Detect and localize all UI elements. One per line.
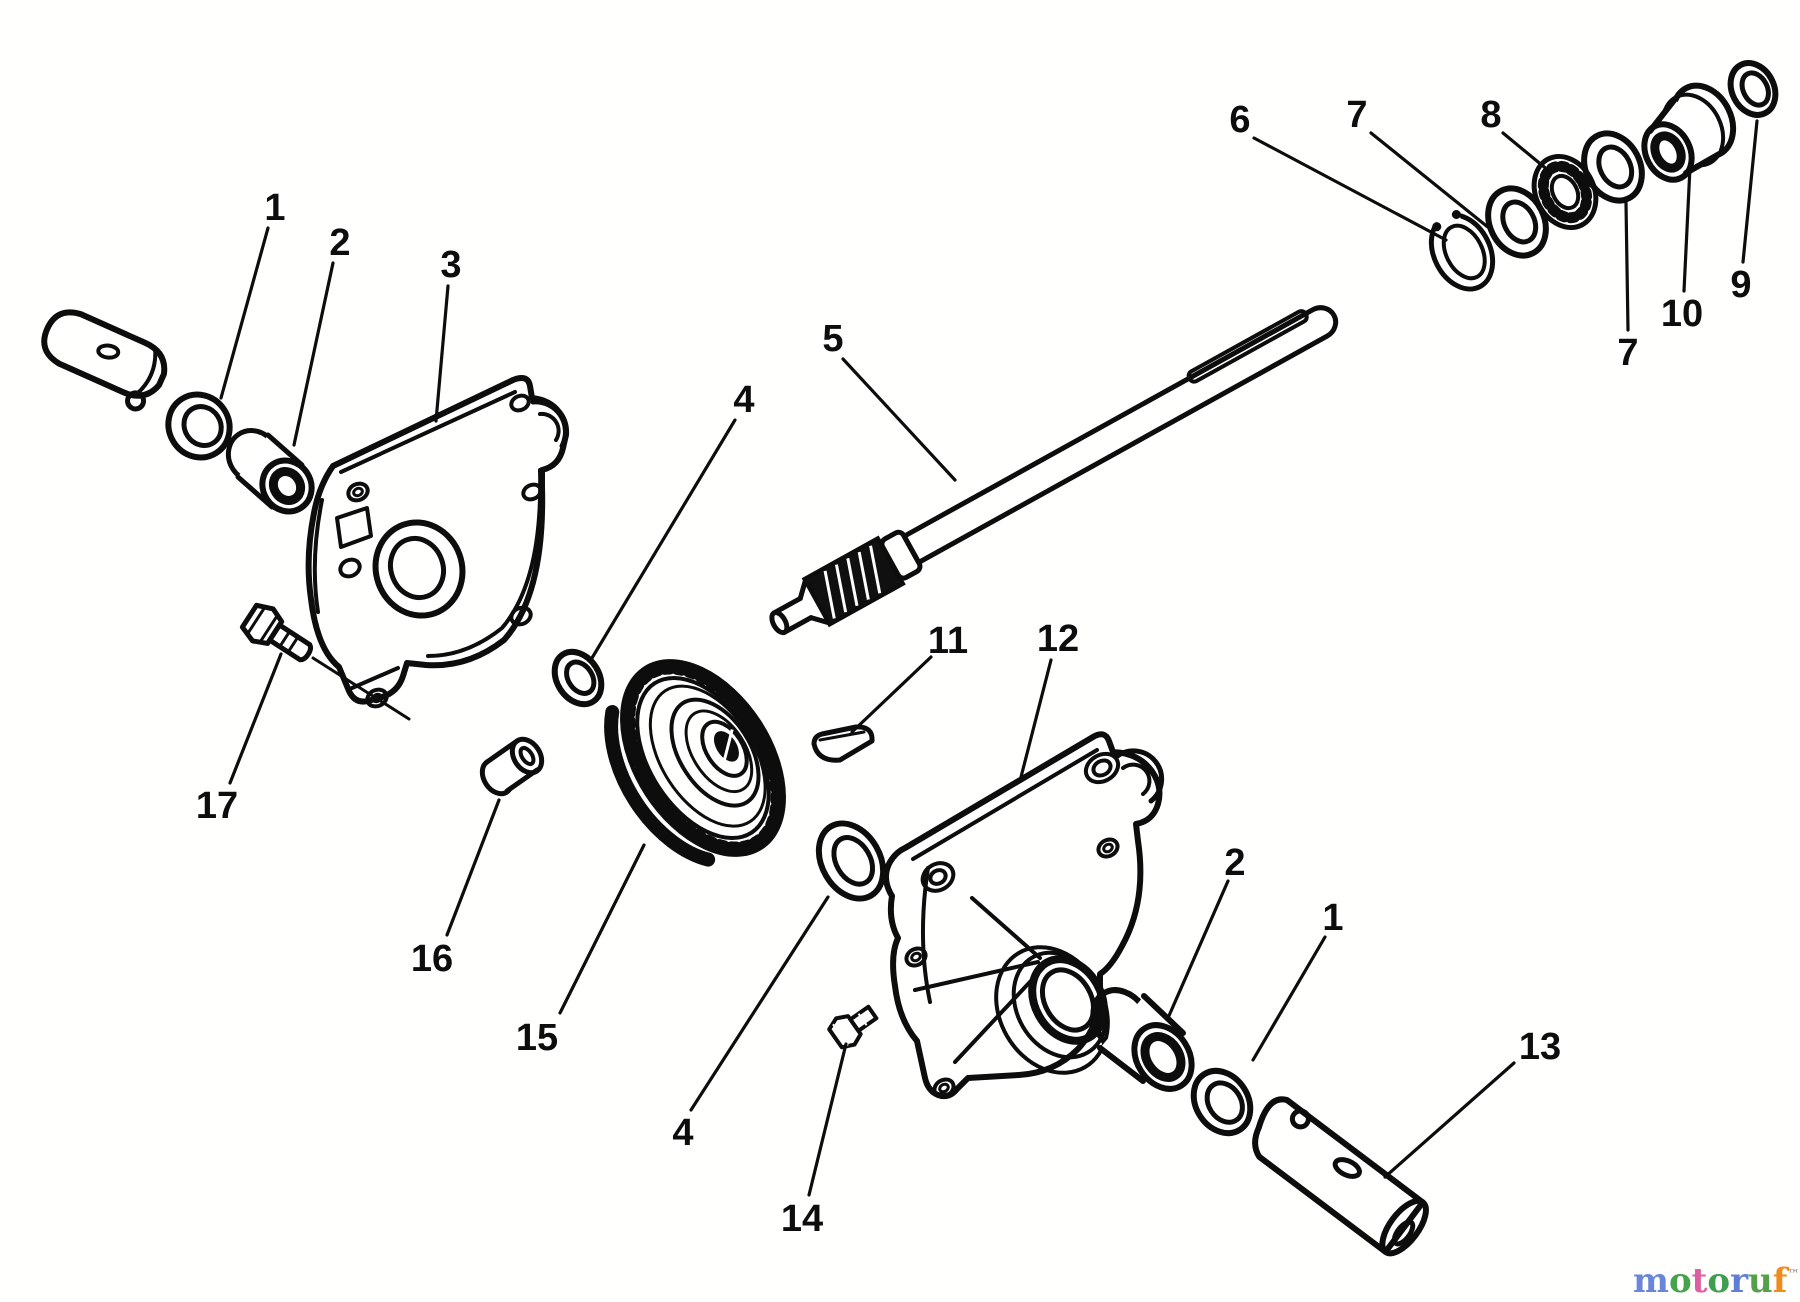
watermark-motoruf: motoruf™.de bbox=[1633, 1261, 1800, 1301]
flanged-bushing bbox=[1641, 82, 1737, 183]
leader-line-5 bbox=[841, 357, 957, 482]
seal-ring-left bbox=[165, 391, 233, 461]
leader-line-15 bbox=[558, 843, 646, 1015]
bolt-holes-left-housing bbox=[338, 393, 543, 709]
callout-label-7: 7 bbox=[1346, 94, 1367, 136]
gear-housing-right bbox=[883, 731, 1165, 1100]
callout-label-5: 5 bbox=[822, 318, 843, 360]
thrust-washer-lower bbox=[815, 820, 887, 902]
bushing-left bbox=[225, 428, 315, 515]
leader-line-11 bbox=[850, 655, 933, 734]
gear-housing-left bbox=[305, 375, 570, 709]
callout-label-15: 15 bbox=[516, 1017, 558, 1059]
axle-shaft bbox=[769, 305, 1339, 636]
callout-label-7: 7 bbox=[1617, 332, 1638, 374]
bolt-axis-line bbox=[311, 656, 411, 721]
callout-label-4: 4 bbox=[733, 379, 754, 421]
leader-line-2 bbox=[1166, 879, 1230, 1020]
leader-line-7 bbox=[1369, 131, 1491, 230]
axle-tube-left bbox=[41, 309, 168, 412]
leader-line-4 bbox=[689, 895, 830, 1112]
flat-washer-b bbox=[1581, 130, 1645, 204]
callout-label-16: 16 bbox=[411, 938, 453, 980]
leader-line-3 bbox=[434, 284, 450, 423]
keyway-slot bbox=[1186, 309, 1309, 384]
leader-line-1 bbox=[1251, 935, 1327, 1062]
leader-line-16 bbox=[445, 798, 501, 937]
callout-label-3: 3 bbox=[440, 244, 461, 286]
callout-label-14: 14 bbox=[781, 1198, 823, 1240]
callout-label-13: 13 bbox=[1519, 1026, 1561, 1068]
leader-line-14 bbox=[807, 1042, 848, 1197]
leader-line-13 bbox=[1383, 1061, 1516, 1179]
bolt-holes-right-housing bbox=[904, 751, 1121, 1099]
woodruff-key bbox=[811, 724, 875, 763]
callout-label-1: 1 bbox=[264, 187, 285, 229]
leader-line-7 bbox=[1624, 201, 1630, 332]
leader-line-1 bbox=[219, 226, 270, 400]
spacer-bushing bbox=[479, 736, 545, 797]
set-bolt bbox=[827, 1004, 879, 1050]
hex-bolt-17 bbox=[239, 602, 314, 663]
callout-label-11: 11 bbox=[928, 620, 968, 662]
leader-line-2 bbox=[292, 261, 335, 447]
bushing-right bbox=[1090, 987, 1195, 1092]
callout-label-2: 2 bbox=[1224, 842, 1245, 884]
callout-label-12: 12 bbox=[1037, 618, 1079, 660]
seal-ring-right bbox=[1190, 1067, 1254, 1137]
leader-line-6 bbox=[1252, 136, 1448, 242]
callout-label-17: 17 bbox=[196, 785, 238, 827]
callout-label-9: 9 bbox=[1730, 264, 1751, 306]
callout-label-8: 8 bbox=[1480, 94, 1501, 136]
callout-label-10: 10 bbox=[1661, 293, 1703, 335]
snap-ring bbox=[1428, 204, 1496, 292]
leader-line-9 bbox=[1741, 119, 1759, 264]
leader-line-8 bbox=[1501, 131, 1551, 173]
leader-line-12 bbox=[1019, 658, 1053, 779]
leader-line-10 bbox=[1682, 165, 1692, 293]
leader-line-17 bbox=[228, 652, 283, 785]
callout-label-1: 1 bbox=[1322, 897, 1343, 939]
axle-tube-right bbox=[1252, 1096, 1429, 1257]
helical-gear bbox=[604, 659, 786, 867]
small-seal-ring bbox=[1727, 60, 1779, 118]
callout-label-4: 4 bbox=[672, 1112, 693, 1154]
callout-label-2: 2 bbox=[329, 222, 350, 264]
leader-line-4 bbox=[590, 418, 737, 660]
callout-label-6: 6 bbox=[1229, 99, 1250, 141]
thrust-washer-upper bbox=[551, 648, 605, 708]
